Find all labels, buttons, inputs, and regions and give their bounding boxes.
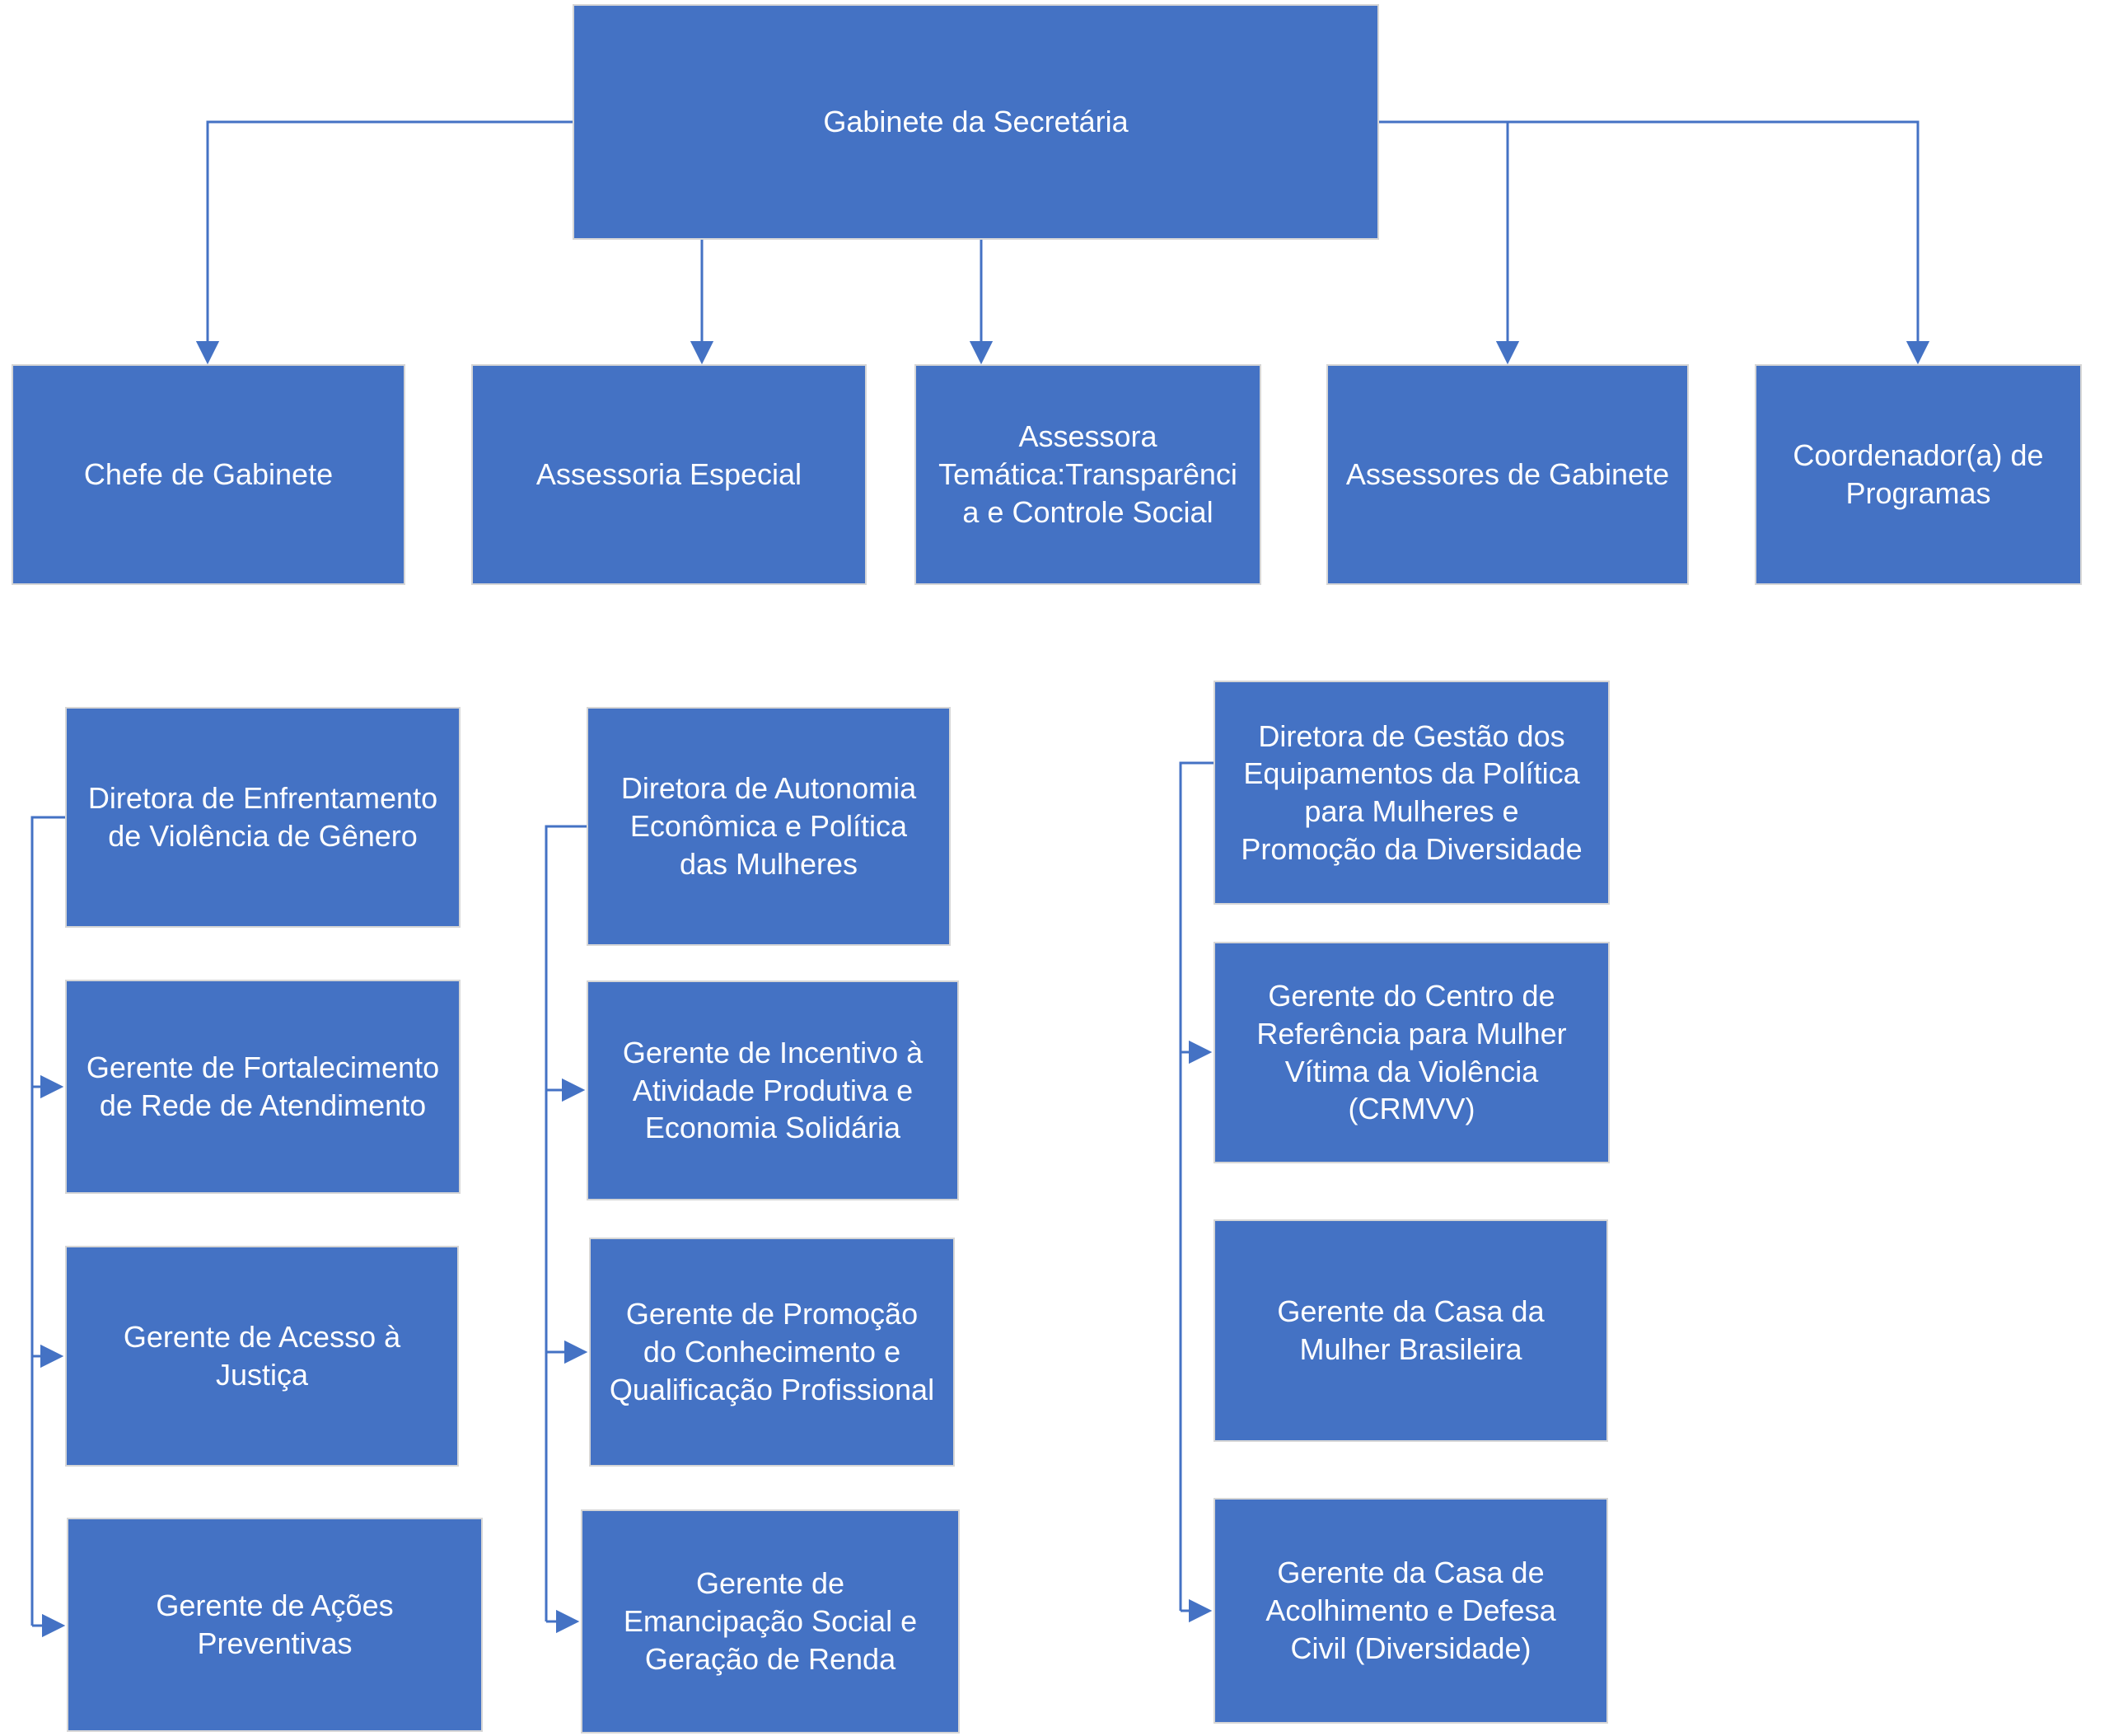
- connector-root-right-rail: [1379, 120, 1930, 365]
- org-node-label: Assessora Temática:Transparência e Contr…: [938, 419, 1237, 529]
- org-node-gerente-fortalecimento-rede: Gerente de Fortalecimento de Rede de Ate…: [65, 980, 461, 1194]
- org-node-gerente-acoes-preventivas: Gerente de Ações Preventivas: [67, 1518, 483, 1732]
- org-node-assessores-gabinete: Assessores de Gabinete: [1326, 364, 1689, 585]
- org-node-label: Chefe de Gabinete: [83, 457, 334, 492]
- org-node-gerente-crmvv: Gerente do Centro de Referência para Mul…: [1213, 942, 1610, 1163]
- org-node-label: Diretora de Gestão dos Equipamentos da P…: [1241, 718, 1583, 866]
- connector-col2-spine: [545, 825, 587, 1621]
- org-node-diretora-gestao-equipamentos: Diretora de Gestão dos Equipamentos da P…: [1213, 681, 1610, 905]
- org-node-gerente-incentivo-atividade: Gerente de Incentivo à Atividade Produti…: [587, 980, 959, 1200]
- connector-col1-spine: [30, 816, 65, 1626]
- org-node-chefe-gabinete: Chefe de Gabinete: [12, 364, 405, 585]
- org-node-label: Assessores de Gabinete: [1345, 457, 1670, 492]
- org-node-gerente-emancipacao-social: Gerente de Emancipação Social e Geração …: [581, 1509, 960, 1734]
- org-node-label: Gabinete da Secretária: [823, 105, 1129, 139]
- org-node-diretora-autonomia-economica: Diretora de Autonomia Econômica e Políti…: [587, 707, 951, 946]
- org-node-assessoria-especial: Assessoria Especial: [471, 364, 867, 585]
- org-node-gabinete-secretaria: Gabinete da Secretária: [573, 4, 1379, 240]
- connector-col3-spine: [1179, 761, 1213, 1611]
- org-node-label: Gerente da Casa da Mulher Brasileira: [1277, 1294, 1545, 1366]
- org-node-coordenador-programas: Coordenador(a) de Programas: [1755, 364, 2082, 585]
- org-node-gerente-casa-acolhimento: Gerente da Casa de Acolhimento e Defesa …: [1213, 1498, 1608, 1724]
- org-node-label: Gerente de Emancipação Social e Geração …: [623, 1566, 918, 1676]
- org-node-label: Gerente de Promoção do Conhecimento e Qu…: [609, 1297, 935, 1406]
- org-node-assessora-tematica: Assessora Temática:Transparência e Contr…: [914, 364, 1261, 585]
- org-node-label: Diretora de Autonomia Econômica e Políti…: [620, 771, 917, 881]
- org-node-label: Assessoria Especial: [535, 457, 802, 492]
- org-node-gerente-casa-mulher-brasileira: Gerente da Casa da Mulher Brasileira: [1213, 1219, 1608, 1442]
- org-node-label: Gerente de Ações Preventivas: [156, 1589, 394, 1660]
- org-node-gerente-acesso-justica: Gerente de Acesso à Justiça: [65, 1246, 459, 1467]
- org-node-label: Gerente da Casa de Acolhimento e Defesa …: [1265, 1556, 1556, 1665]
- org-node-label: Gerente do Centro de Referência para Mul…: [1256, 979, 1567, 1126]
- org-node-label: Gerente de Acesso à Justiça: [123, 1320, 401, 1392]
- org-node-label: Diretora de Enfrentamento de Violência d…: [87, 781, 438, 853]
- org-node-diretora-enfrentamento-violencia: Diretora de Enfrentamento de Violência d…: [65, 707, 461, 928]
- org-node-label: Gerente de Fortalecimento de Rede de Ate…: [86, 1050, 440, 1122]
- org-node-label: Coordenador(a) de Programas: [1793, 438, 2044, 510]
- connector-root-to-chefe-gabinete: [195, 120, 573, 365]
- org-node-label: Gerente de Incentivo à Atividade Produti…: [622, 1035, 924, 1145]
- org-node-gerente-promocao-conhecimento: Gerente de Promoção do Conhecimento e Qu…: [589, 1238, 955, 1467]
